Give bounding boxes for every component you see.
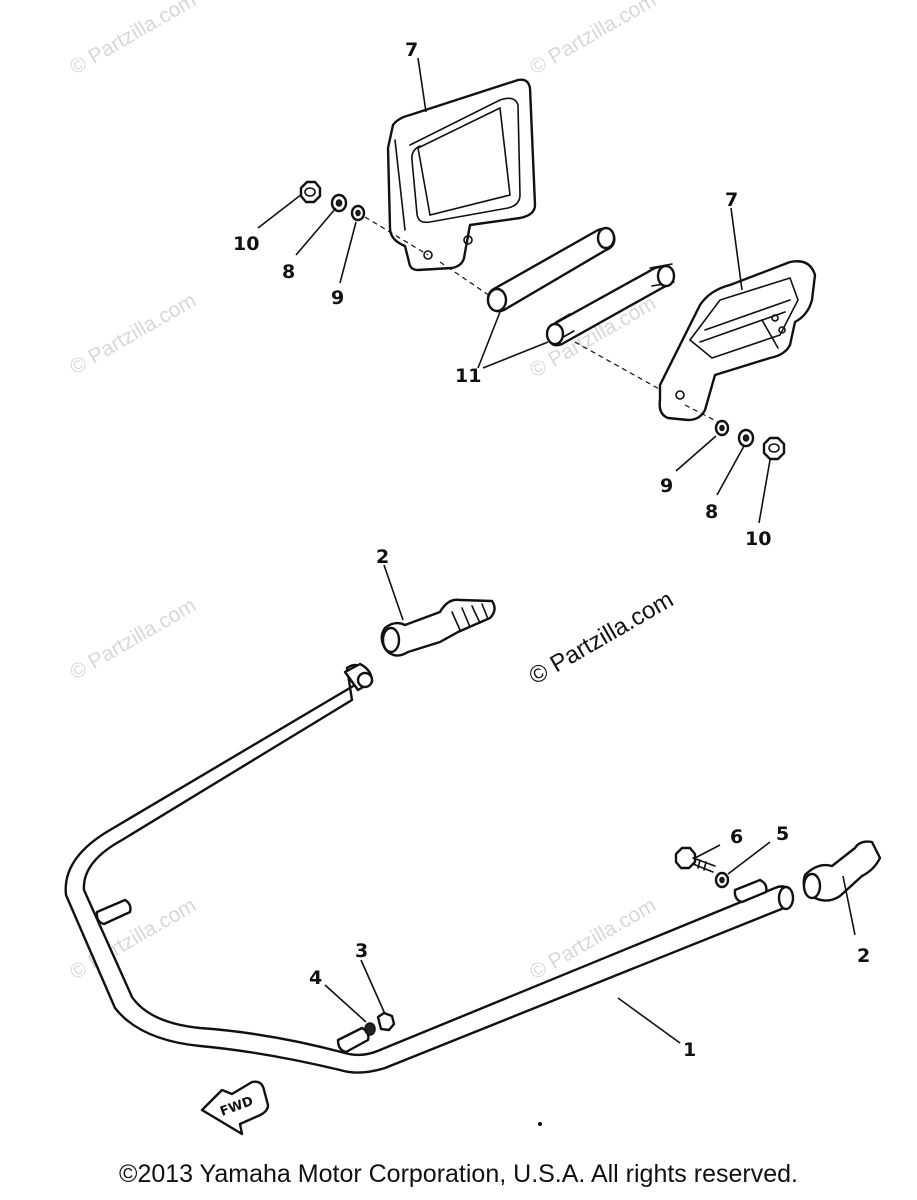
callout-washer-9-left: 9: [331, 287, 344, 309]
watermarks: © Partzilla.com © Partzilla.com © Partzi…: [66, 0, 678, 984]
callout-plate-right: 7: [725, 189, 738, 211]
callout-bracket-right: 2: [857, 945, 870, 967]
callout-labels: 7 7 10 8 9 11 9 8 10 2 6 5 2 1 3 4: [233, 39, 870, 1061]
callout-bolt-6: 6: [730, 826, 743, 848]
right-bolt-hardware: [674, 846, 730, 889]
callout-bracket-top: 2: [376, 546, 389, 568]
copyright-footer: ©2013 Yamaha Motor Corporation, U.S.A. A…: [119, 1160, 798, 1188]
callout-washer-5: 5: [776, 823, 789, 845]
right-mounting-plate: [658, 260, 817, 425]
callout-washer-4: 4: [309, 967, 322, 989]
callout-washer-8-left: 8: [282, 261, 295, 283]
callout-washer-9-right: 9: [660, 475, 673, 497]
left-mounting-plate: [386, 78, 537, 272]
fwd-arrow: FWD: [200, 1080, 270, 1136]
main-tube-bar: [64, 662, 795, 1074]
callout-bar: 1: [683, 1039, 696, 1061]
bracket-top: [380, 598, 496, 657]
watermark: © Partzilla.com: [526, 0, 660, 79]
left-hardware: [299, 180, 429, 256]
leader-lines: [257, 57, 856, 1044]
watermark: © Partzilla.com: [66, 594, 200, 685]
right-hardware: [714, 419, 786, 461]
bottom-hardware: [364, 1011, 396, 1036]
callout-nut-10-right: 10: [745, 528, 771, 550]
watermark: © Partzilla.com: [66, 0, 200, 79]
callout-washer-8-right: 8: [705, 501, 718, 523]
callout-nut-3: 3: [355, 940, 368, 962]
bracket-right: [802, 840, 882, 902]
studs: [439, 226, 676, 396]
main-watermark: © Partzilla.com: [525, 586, 679, 690]
watermark: © Partzilla.com: [66, 289, 200, 380]
callout-plate-left: 7: [405, 39, 418, 61]
callout-nut-10-left: 10: [233, 233, 259, 255]
callout-stud-11: 11: [455, 365, 481, 387]
